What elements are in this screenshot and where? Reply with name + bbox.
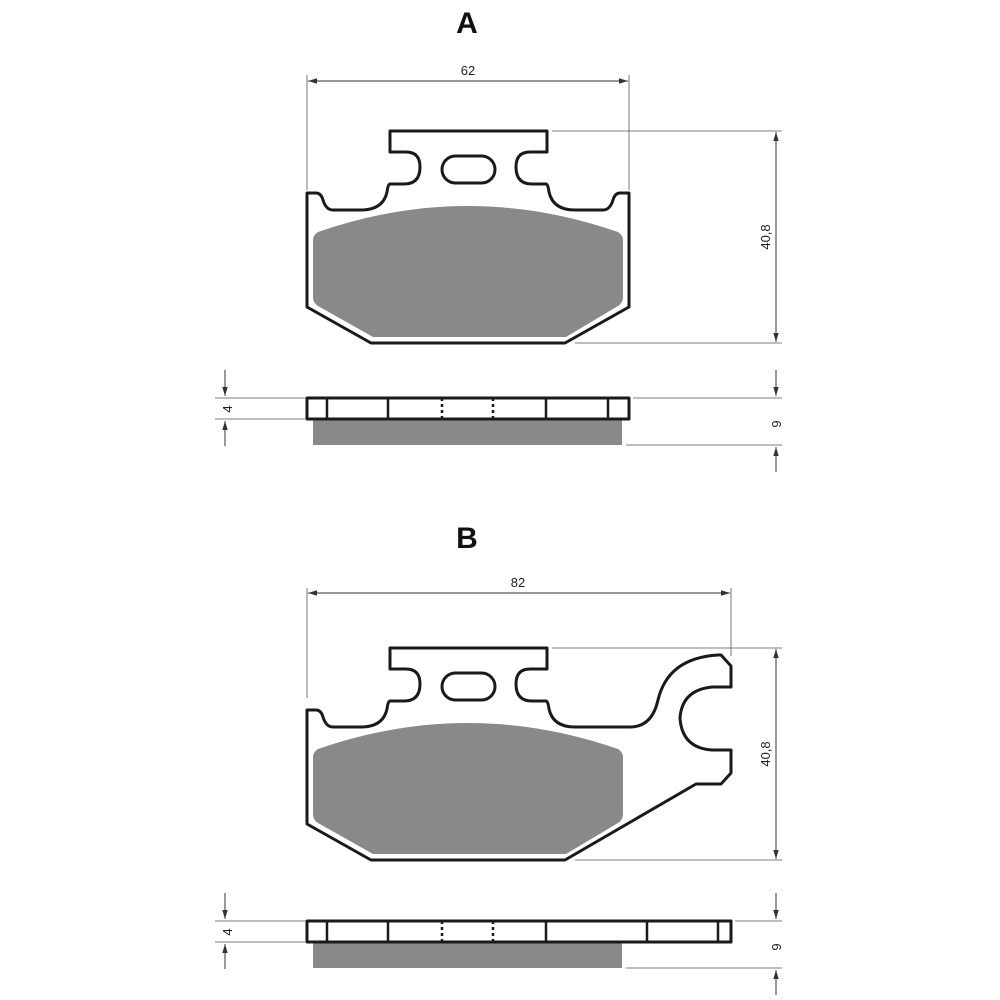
backing-plate-side	[305, 396, 631, 421]
dimension-thickness-b: 4 9	[215, 893, 784, 995]
dimension-width-b: 82	[306, 575, 732, 698]
mounting-slot	[440, 154, 497, 185]
pad-b-front	[305, 646, 733, 862]
backing-thickness-label: 4	[220, 928, 235, 935]
friction-side	[313, 420, 622, 445]
pad-a-front	[305, 129, 631, 345]
backing-plate-side	[305, 919, 733, 944]
height-dim-label: 40,8	[758, 224, 773, 249]
total-thickness-label: 9	[769, 420, 784, 427]
pad-a-side	[305, 396, 631, 445]
view-a: A 62 40,8	[215, 7, 784, 472]
friction-material	[313, 206, 623, 337]
view-a-label: A	[456, 7, 478, 40]
friction-material	[313, 723, 623, 854]
view-b: B 82 40,8	[215, 522, 784, 995]
dimension-height-a: 40,8	[552, 130, 782, 344]
view-b-label: B	[456, 522, 478, 555]
mounting-slot	[440, 671, 497, 702]
friction-side	[313, 943, 622, 968]
dimension-width-a: 62	[306, 63, 630, 190]
height-dim-label: 40,8	[758, 741, 773, 766]
pad-b-side	[305, 919, 733, 968]
total-thickness-label: 9	[769, 943, 784, 950]
width-dim-label: 82	[511, 575, 525, 590]
dimension-thickness-a: 4 9	[215, 370, 784, 472]
dimension-height-b: 40,8	[552, 647, 782, 861]
width-dim-label: 62	[461, 63, 475, 78]
backing-thickness-label: 4	[220, 405, 235, 412]
